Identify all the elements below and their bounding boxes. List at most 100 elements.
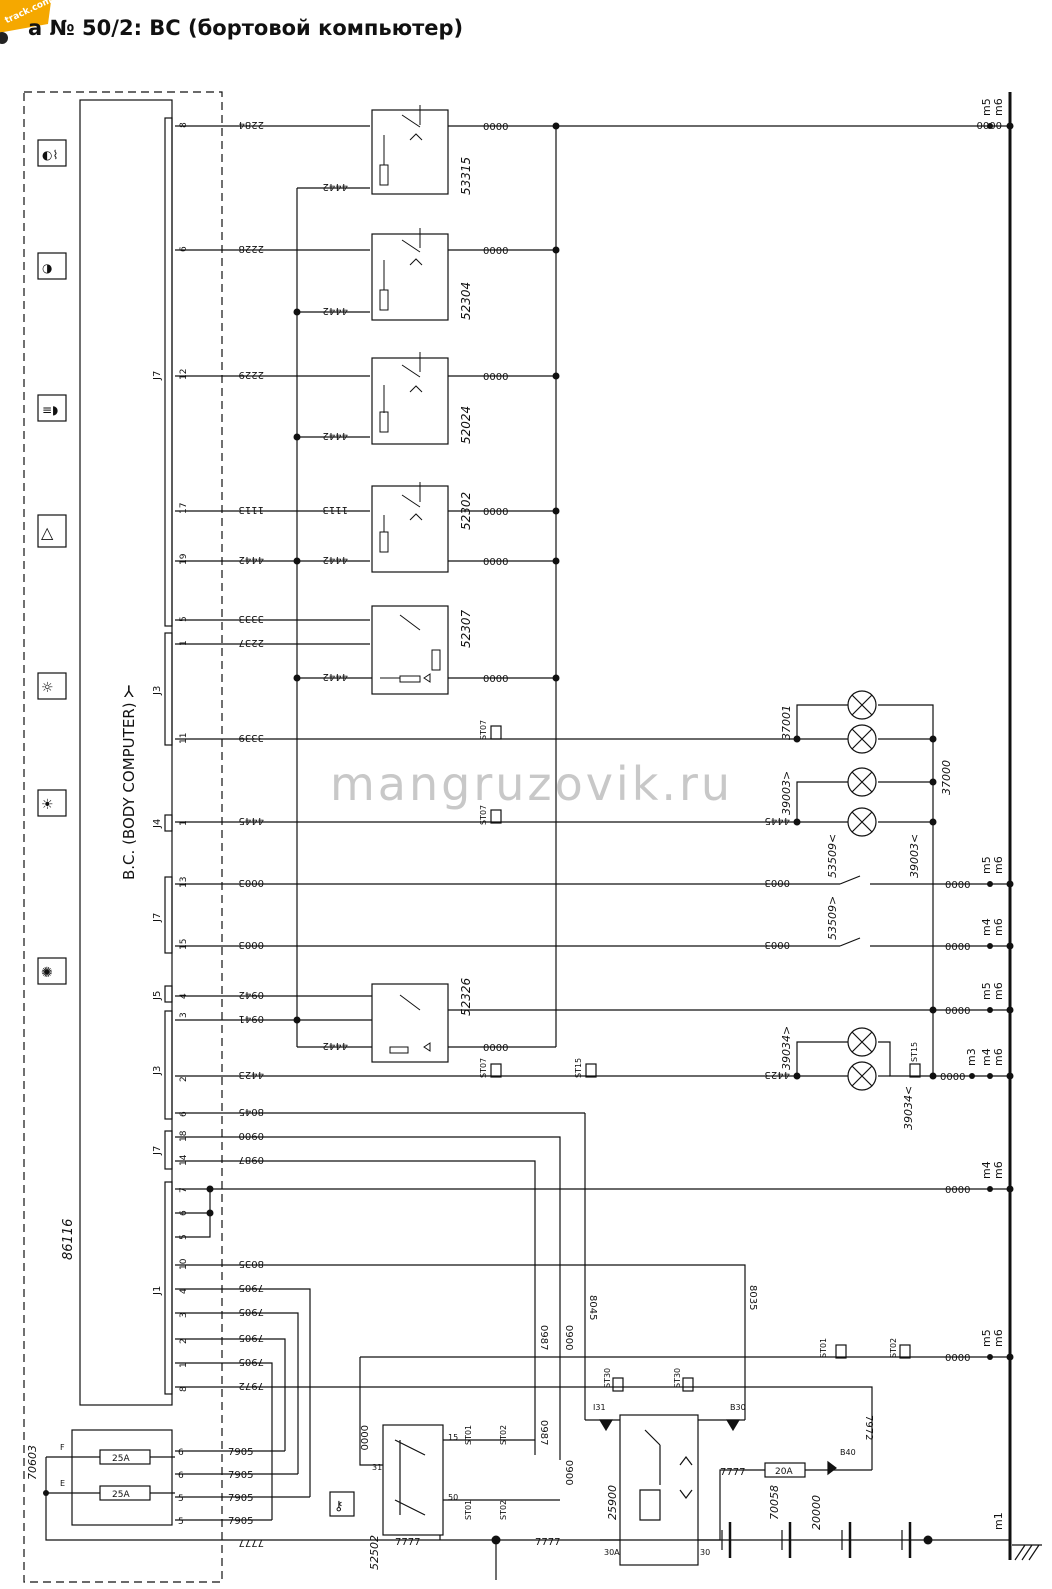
svg-text:0000: 0000 [483,122,508,133]
svg-text:ST07: ST07 [479,720,488,740]
svg-text:m6: m6 [992,98,1005,116]
svg-text:0000: 0000 [945,1185,970,1196]
svg-text:0942: 0942 [239,989,264,1000]
work-light-icon: ☀ [41,797,54,813]
svg-text:2237: 2237 [239,637,264,648]
svg-text:m6: m6 [992,918,1005,936]
svg-text:7905: 7905 [239,1356,264,1367]
svg-text:0000: 0000 [945,1353,970,1364]
svg-text:m5: m5 [980,982,993,1000]
svg-text:8035: 8035 [239,1258,264,1269]
svg-text:37001: 37001 [780,705,793,740]
svg-text:0003: 0003 [765,877,790,888]
svg-text:7905: 7905 [228,1470,253,1481]
switch-modules [371,105,449,1063]
svg-text:52024: 52024 [459,406,473,444]
svg-text:0000: 0000 [483,1043,508,1054]
fuse-box: 25A 25A F E 70603 [26,1429,310,1541]
svg-text:m1: m1 [992,1512,1005,1530]
svg-text:ST01: ST01 [464,1425,473,1445]
svg-text:18: 18 [179,1130,189,1142]
svg-text:0987: 0987 [538,1420,549,1445]
svg-text:7905: 7905 [239,1332,264,1343]
svg-text:ST07: ST07 [479,805,488,825]
fog-lamp-icon: ◐⌇ [42,148,58,162]
svg-text:0000: 0000 [945,942,970,953]
svg-text:7972: 7972 [239,1380,264,1391]
svg-text:20A: 20A [775,1467,793,1477]
svg-text:4442: 4442 [323,671,348,682]
svg-text:0900: 0900 [563,1325,574,1350]
svg-text:30: 30 [700,1548,710,1557]
svg-text:7905: 7905 [239,1282,264,1293]
svg-text:1: 1 [179,820,189,826]
battery-section: 20A B40 70058 20000 [698,1448,1010,1558]
svg-text:J7: J7 [152,1146,163,1156]
svg-text:m6: m6 [992,1048,1005,1066]
svg-text:ST01: ST01 [819,1338,828,1358]
svg-text:ST15: ST15 [910,1042,919,1062]
lamp-labels: 37001 37000 39003> 39003< 53509< 53509> … [780,705,953,1130]
svg-text:J1: J1 [152,1286,163,1296]
svg-text:m6: m6 [992,1161,1005,1179]
svg-text:7905: 7905 [228,1447,253,1458]
svg-text:m5: m5 [980,98,993,116]
pin-numbers: 8 6 12 17 19 5 1 11 1 13 15 4 3 2 6 18 1… [179,122,189,1392]
svg-text:8035: 8035 [747,1285,758,1310]
svg-text:39034<: 39034< [902,1086,915,1130]
terminal-labels: ST07 ST07 ST07 ST15 ST15 ST01 ST02 ST30 … [464,720,919,1520]
svg-text:J4: J4 [152,819,163,829]
svg-text:m6: m6 [992,982,1005,1000]
svg-text:39003<: 39003< [908,834,921,878]
svg-text:J3: J3 [152,1066,163,1076]
svg-text:1: 1 [179,1362,189,1368]
svg-text:0000: 0000 [945,1006,970,1017]
svg-text:7777: 7777 [239,1537,264,1548]
svg-text:2229: 2229 [239,369,264,380]
lamps [793,690,960,1091]
svg-text:8045: 8045 [239,1106,264,1117]
svg-text:2284: 2284 [239,119,264,130]
body-computer-code: 86116 [61,1219,76,1260]
svg-text:0900: 0900 [563,1460,574,1485]
svg-text:m4: m4 [980,1048,993,1066]
svg-text:8: 8 [179,1386,189,1392]
svg-text:6: 6 [179,1111,189,1117]
svg-text:7777: 7777 [395,1537,420,1548]
svg-text:0000: 0000 [358,1425,369,1450]
svg-text:0000: 0000 [483,557,508,568]
svg-text:5: 5 [179,616,189,622]
svg-text:39034>: 39034> [780,1026,793,1070]
svg-text:3: 3 [179,1012,189,1018]
bc-wires [175,125,960,1520]
svg-text:0941: 0941 [239,1013,264,1024]
svg-text:52502: 52502 [368,1535,381,1570]
position-lamp-icon: ☼ [41,680,54,696]
svg-text:0987: 0987 [239,1154,264,1165]
svg-text:3339: 3339 [239,732,264,743]
svg-text:31: 31 [372,1463,382,1472]
svg-text:0000: 0000 [483,674,508,685]
svg-text:4442: 4442 [323,305,348,316]
svg-text:ST30: ST30 [603,1368,612,1388]
page-header: track.com а № 50/2: BC (бортовой компьют… [0,0,1052,60]
svg-text:5: 5 [178,1517,184,1527]
svg-text:m6: m6 [992,856,1005,874]
svg-text:ST02: ST02 [889,1338,898,1358]
svg-text:ST01: ST01 [464,1500,473,1520]
svg-text:B40: B40 [840,1448,856,1457]
svg-text:53509>: 53509> [826,896,839,940]
svg-text:39003>: 39003> [780,771,793,815]
svg-text:20000: 20000 [810,1495,823,1530]
svg-text:0000: 0000 [483,372,508,383]
fuse-box-code: 70603 [26,1445,39,1480]
svg-text:m5: m5 [980,856,993,874]
key-icon: ⚷ [334,1499,344,1514]
ground-labels: m5 m6 m5 m6 m4 m6 m5 m6 m3 m4 m6 m4 m6 m… [965,98,1005,1530]
svg-text:1: 1 [179,640,189,646]
svg-text:4442: 4442 [323,430,348,441]
svg-text:50: 50 [448,1493,458,1502]
svg-text:8: 8 [179,122,189,128]
svg-text:52307: 52307 [459,609,473,648]
